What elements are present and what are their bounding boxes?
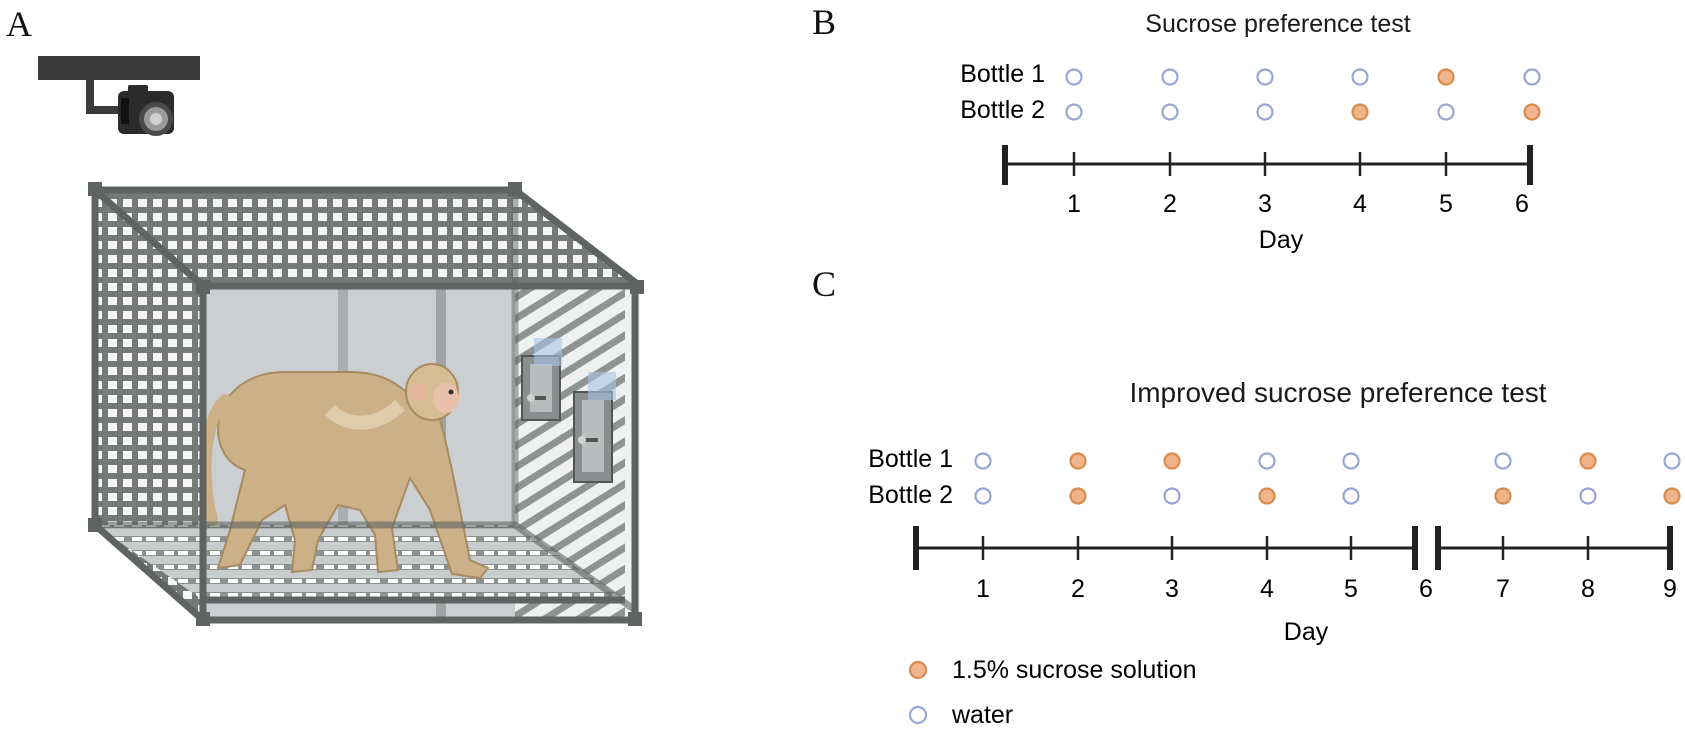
panel-b-bottle1-marker — [1523, 68, 1541, 86]
camera-icon — [118, 85, 174, 136]
panel-c-title: Improved sucrose preference test — [1129, 377, 1546, 408]
panel-c-bottle1-marker — [1163, 452, 1181, 470]
cage-left-wall — [95, 190, 203, 620]
legend-water-label: water — [951, 701, 1013, 729]
panel-b-bottle1-marker — [1161, 68, 1179, 86]
panel-c-day-label: 5 — [1344, 575, 1358, 603]
panel-b-bottle2-marker — [1523, 103, 1541, 121]
bottle-holder-1 — [521, 338, 562, 421]
panel-c-bottle1-marker — [1579, 452, 1597, 470]
cage-frame-dots — [88, 182, 644, 626]
panel-b-bottle2-marker — [1256, 103, 1274, 121]
panel-c-bottle2-marker — [1069, 487, 1087, 505]
bottle-holder-2 — [573, 372, 616, 483]
panel-c-bottle1-marker — [974, 452, 992, 470]
panel-c-day-label: 8 — [1581, 575, 1595, 603]
panel-b-day-label: 2 — [1163, 190, 1177, 218]
panel-c-day-label: 4 — [1260, 575, 1274, 603]
panel-c-day-label: 1 — [976, 575, 990, 603]
panel-b-bottle1-marker — [1351, 68, 1369, 86]
legend-water-marker — [908, 705, 928, 725]
panel-c-bottle1-marker — [1494, 452, 1512, 470]
cage — [88, 182, 644, 626]
panel-b-bottle2-marker — [1437, 103, 1455, 121]
legend: 1.5% sucrose solution water — [908, 656, 1197, 729]
panel-c-bottle2-label: Bottle 2 — [868, 481, 953, 509]
panel-c-bottle2-marker — [974, 487, 992, 505]
panel-b-bottle1-marker — [1065, 68, 1083, 86]
ceiling-rail — [38, 56, 200, 80]
panel-letter-b: B — [812, 2, 837, 42]
cage-frame — [91, 186, 643, 624]
panel-letter-a: A — [6, 4, 32, 44]
panel-c-bottle2-marker — [1258, 487, 1276, 505]
panel-b-bottle1-label: Bottle 1 — [960, 60, 1045, 88]
panel-b-day-label: 3 — [1258, 190, 1272, 218]
legend-sucrose-label: 1.5% sucrose solution — [952, 656, 1197, 684]
camera-mount — [38, 56, 200, 114]
panel-b-day-label: 1 — [1067, 190, 1081, 218]
camera-arm — [86, 80, 120, 114]
panel-c-bottle1-marker — [1663, 452, 1681, 470]
panel-c-day-label: 6 — [1419, 575, 1433, 603]
panel-c-axis-label: Day — [1284, 618, 1329, 646]
panel-c-bottle1-marker — [1258, 452, 1276, 470]
panel-letter-c: C — [812, 264, 837, 304]
panel-c-bottle1-marker — [1342, 452, 1360, 470]
panel-b-axis-label: Day — [1259, 226, 1304, 254]
panel-c-day-label: 3 — [1165, 575, 1179, 603]
panel-b-day-label: 6 — [1515, 190, 1529, 218]
panel-c-timeline: Improved sucrose preference test Bottle … — [868, 377, 1681, 646]
panel-b-title: Sucrose preference test — [1145, 10, 1410, 38]
panel-c-day-label: 9 — [1663, 575, 1677, 603]
panel-b-bottle2-marker — [1161, 103, 1179, 121]
panel-b-day-label: 5 — [1439, 190, 1453, 218]
panel-b-bottle1-marker — [1437, 68, 1455, 86]
panel-b-bottle2-marker — [1351, 103, 1369, 121]
panel-b-bottle2-marker — [1065, 103, 1083, 121]
legend-sucrose-marker — [908, 660, 928, 680]
panel-c-day-label: 7 — [1496, 575, 1510, 603]
panel-b-day-label: 4 — [1353, 190, 1367, 218]
panel-c-bottle1-marker — [1069, 452, 1087, 470]
panel-b-bottle1-marker — [1256, 68, 1274, 86]
panel-c-bottle2-marker — [1494, 487, 1512, 505]
panel-c-bottle2-marker — [1342, 487, 1360, 505]
panel-c-bottle1-label: Bottle 1 — [868, 445, 953, 473]
panel-b-timeline: Sucrose preference test Bottle 1 Bottle … — [960, 10, 1541, 254]
panel-c-bottle2-marker — [1663, 487, 1681, 505]
cage-top — [95, 190, 640, 286]
panel-c-bottle2-marker — [1579, 487, 1597, 505]
panel-c-day-label: 2 — [1071, 575, 1085, 603]
panel-c-bottle2-marker — [1163, 487, 1181, 505]
panel-b-bottle2-label: Bottle 2 — [960, 96, 1045, 124]
